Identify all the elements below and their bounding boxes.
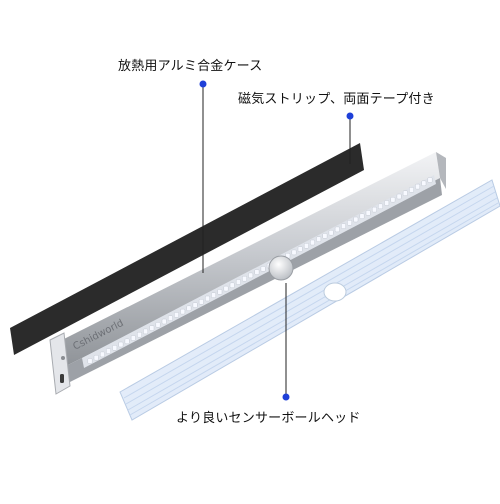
led-chip (341, 223, 346, 229)
led-chip (378, 203, 383, 210)
led-chip (192, 302, 198, 308)
led-chip (248, 272, 254, 279)
led-chip (87, 358, 93, 364)
led-chip (161, 318, 167, 325)
led-chip (409, 187, 414, 193)
power-indicator (61, 356, 65, 360)
led-chip (106, 348, 111, 354)
led-chip (421, 180, 427, 187)
led-chip (93, 354, 99, 361)
led-chip (180, 308, 186, 315)
led-chip (291, 249, 297, 256)
led-chip (334, 226, 340, 233)
led-chip (415, 183, 421, 190)
magnetic-strip (10, 143, 364, 355)
led-chip (347, 220, 353, 226)
led-chip (186, 305, 192, 312)
callout-dot-strip (346, 112, 354, 120)
led-chip (211, 292, 217, 298)
led-chip (260, 266, 266, 272)
led-chip (427, 177, 433, 183)
led-chip (359, 213, 365, 219)
led-chip (303, 243, 309, 249)
led-chip (371, 206, 377, 213)
led-chip (167, 315, 173, 321)
led-chip (155, 322, 161, 328)
led-row (87, 177, 433, 364)
callout-label-case: 放熱用アルミ合金ケース (118, 59, 263, 74)
led-chip (242, 275, 247, 282)
callout-case (199, 80, 207, 273)
led-chip (316, 236, 322, 242)
led-chip (365, 210, 371, 216)
led-chip (130, 335, 136, 341)
led-chip (254, 269, 260, 275)
callout-sensor (282, 283, 290, 401)
led-chip (353, 216, 359, 223)
callout-dot-case (199, 80, 207, 88)
callout-dot-sensor (282, 393, 290, 401)
sensor-ball-head (268, 255, 294, 281)
led-chip (402, 190, 408, 196)
led-chip (235, 279, 241, 285)
led-chip (205, 295, 210, 302)
led-chip (223, 285, 229, 292)
callout-label-strip: 磁気ストリップ、両面テープ付き (238, 92, 435, 107)
led-chip (198, 299, 204, 305)
led-chip (124, 338, 130, 345)
aluminum-case: Cshidworld (49, 152, 446, 395)
led-chip (137, 331, 142, 338)
led-chip (149, 325, 155, 331)
led-chip (396, 193, 402, 200)
led-chip (174, 312, 179, 318)
sensor-window (323, 282, 347, 302)
led-chip (322, 233, 328, 239)
led-chip (384, 200, 390, 206)
led-chip (310, 239, 315, 246)
led-chip (390, 196, 396, 203)
usb-port (60, 374, 64, 383)
led-chip (99, 351, 105, 358)
led-chip (229, 282, 235, 289)
led-chip (118, 341, 124, 348)
led-chip (328, 229, 334, 236)
callout-label-sensor: より良いセンサーボールヘッド (176, 411, 361, 426)
led-chip (143, 328, 149, 335)
led-chip (217, 289, 223, 295)
diffuser-cover (119, 179, 500, 421)
led-chip (112, 345, 118, 351)
callout-strip (346, 112, 354, 164)
led-chip (297, 246, 303, 252)
